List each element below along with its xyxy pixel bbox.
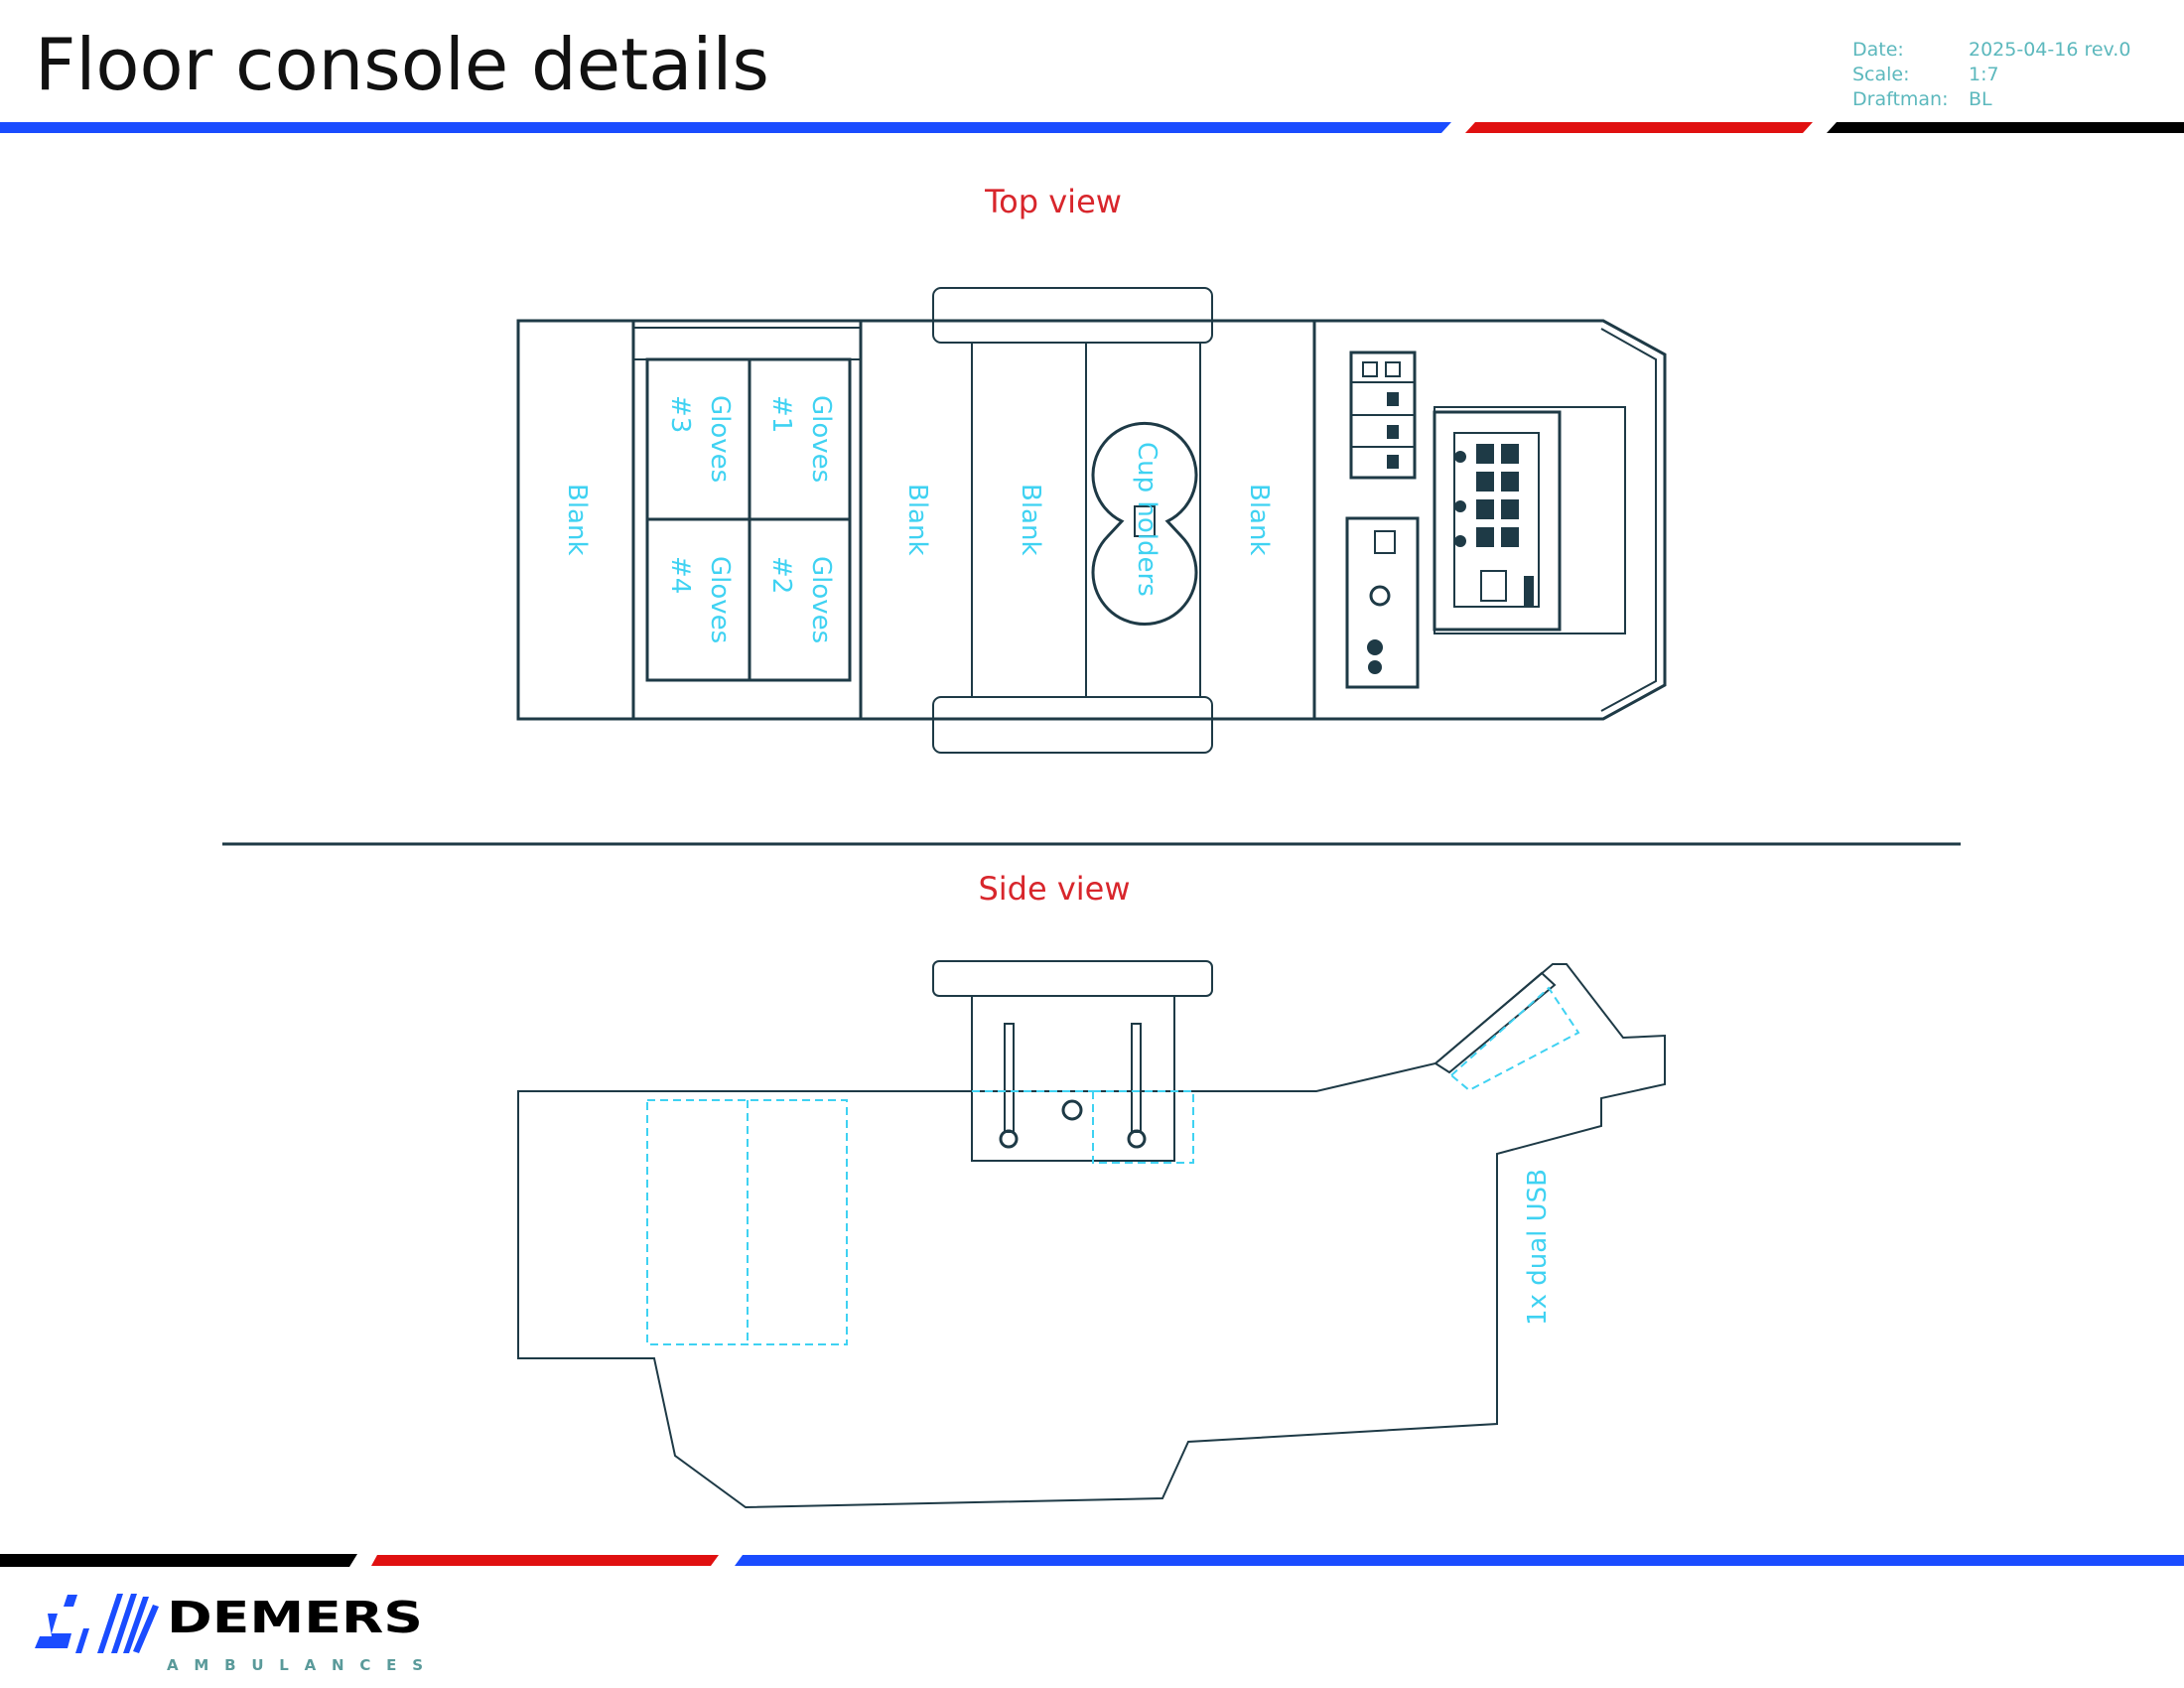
logo-name: DEMERS xyxy=(167,1593,423,1643)
stripe-black xyxy=(1827,122,2184,133)
cup-holders-area: Cup holders xyxy=(1116,397,1175,640)
console-outline xyxy=(516,319,1667,721)
label-gloves-3-line2: #3 xyxy=(665,395,695,434)
date-value: 2025-04-16 rev.0 xyxy=(1969,39,2130,61)
label-gloves-2-line1: Gloves xyxy=(805,555,836,644)
footer-stripes xyxy=(0,1554,2184,1567)
side-view-title: Side view xyxy=(978,870,1130,908)
stripe-blue xyxy=(0,122,1451,133)
scale-value: 1:7 xyxy=(1969,64,1999,85)
header-stripes xyxy=(0,122,2184,133)
usb-area: 1x dual USB xyxy=(1509,1138,1569,1356)
label-gloves-1-line1: Gloves xyxy=(805,395,836,484)
date-label: Date: xyxy=(1852,39,1904,61)
gloves-2-cell: Gloves #2 xyxy=(751,521,849,678)
logo-mark-icon xyxy=(35,1594,159,1653)
bottom-tab xyxy=(932,696,1213,754)
top-view-title: Top view xyxy=(984,183,1122,220)
label-blank-1: Blank xyxy=(561,484,592,556)
label-cup-holders: Cup holders xyxy=(1131,441,1161,597)
label-gloves-1: Gloves #1 xyxy=(763,395,837,483)
label-gloves-2: Gloves #2 xyxy=(763,556,837,643)
gloves-1-cell: Gloves #1 xyxy=(751,361,849,517)
top-view-drawing xyxy=(516,287,1667,754)
radio-unit xyxy=(1433,410,1562,632)
usb-label: 1x dual USB xyxy=(1523,1169,1554,1326)
draftman-label: Draftman: xyxy=(1852,88,1948,110)
top-tab xyxy=(932,287,1213,344)
blank-2-area: Blank xyxy=(864,359,969,680)
cup-holder-shape xyxy=(1091,421,1198,626)
blank-4-area: Blank xyxy=(1203,359,1312,680)
label-blank-3: Blank xyxy=(1015,484,1045,556)
bracket xyxy=(971,995,1175,1162)
label-blank-4: Blank xyxy=(1243,484,1274,556)
blank-3-area: Blank xyxy=(975,359,1084,680)
control-panel xyxy=(1345,516,1420,689)
label-gloves-4-line2: #4 xyxy=(665,555,695,595)
header-meta: Date: 2025-04-16 rev.0 Scale: 1:7 Draftm… xyxy=(1852,39,2130,110)
blank-1-area: Blank xyxy=(536,359,615,680)
demers-logo: DEMERS AMBULANCES xyxy=(35,1593,423,1674)
gloves-4-cell: Gloves #4 xyxy=(650,521,748,678)
label-gloves-1-line2: #1 xyxy=(766,395,796,434)
label-gloves-4: Gloves #4 xyxy=(662,556,736,643)
label-gloves-3: Gloves #3 xyxy=(662,395,736,483)
stripe-red xyxy=(1465,122,1813,133)
draftman-value: BL xyxy=(1969,88,1992,110)
nut-icon xyxy=(1061,1099,1083,1121)
label-blank-2: Blank xyxy=(901,484,932,556)
side-tab xyxy=(932,960,1213,997)
label-gloves-4-line1: Gloves xyxy=(704,555,735,644)
console-side-outline xyxy=(517,963,1666,1509)
bolt-icon xyxy=(999,1129,1019,1149)
gloves-dashed-outline xyxy=(646,1099,848,1345)
side-view-drawing xyxy=(517,960,1666,1509)
label-gloves-3-line1: Gloves xyxy=(704,395,735,484)
scale-label: Scale: xyxy=(1852,64,1910,85)
logo-subtitle: AMBULANCES xyxy=(167,1656,423,1674)
bolt-icon xyxy=(1127,1129,1147,1149)
page-title: Floor console details xyxy=(35,23,769,106)
gloves-3-cell: Gloves #3 xyxy=(650,361,748,517)
label-gloves-2-line2: #2 xyxy=(766,555,796,595)
